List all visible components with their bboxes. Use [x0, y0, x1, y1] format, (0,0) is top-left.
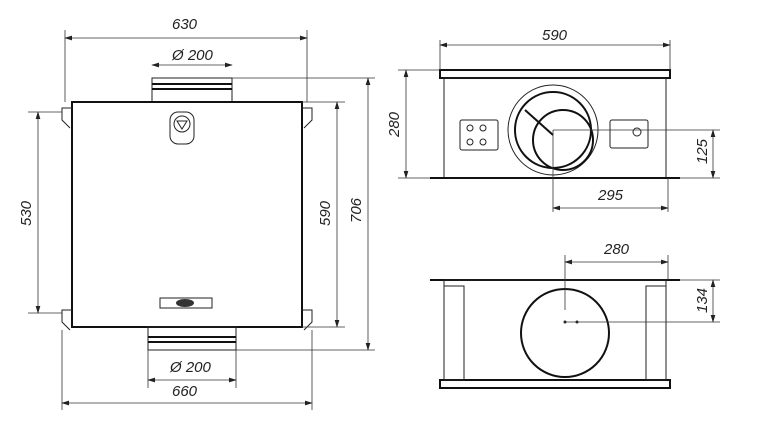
dim-duct-top: Ø 200: [172, 47, 213, 64]
dim-660: 660: [172, 383, 198, 400]
dim-280-offset: 280: [604, 241, 630, 258]
warning-badge: [169, 111, 195, 145]
dim-590-height: 590: [317, 200, 335, 227]
dim-280-height: 280: [386, 111, 404, 138]
front-view: [28, 30, 375, 410]
dim-125: 125: [694, 138, 712, 165]
dim-295: 295: [598, 187, 624, 204]
bottom-duct: [147, 326, 237, 351]
connector-panel: [459, 119, 499, 151]
side-view-bottom: [430, 255, 720, 389]
dim-706: 706: [348, 197, 366, 224]
dim-134: 134: [694, 287, 712, 314]
dim-590-width: 590: [542, 27, 568, 44]
mount-brackets: [61, 107, 313, 331]
dim-duct-bottom: Ø 200: [170, 359, 211, 376]
unit-body: [71, 101, 303, 328]
power-panel: [609, 119, 649, 149]
dim-530: 530: [18, 200, 36, 227]
brand-plate: [159, 297, 213, 309]
side-view-top: [398, 40, 720, 212]
dim-630: 630: [172, 16, 198, 33]
